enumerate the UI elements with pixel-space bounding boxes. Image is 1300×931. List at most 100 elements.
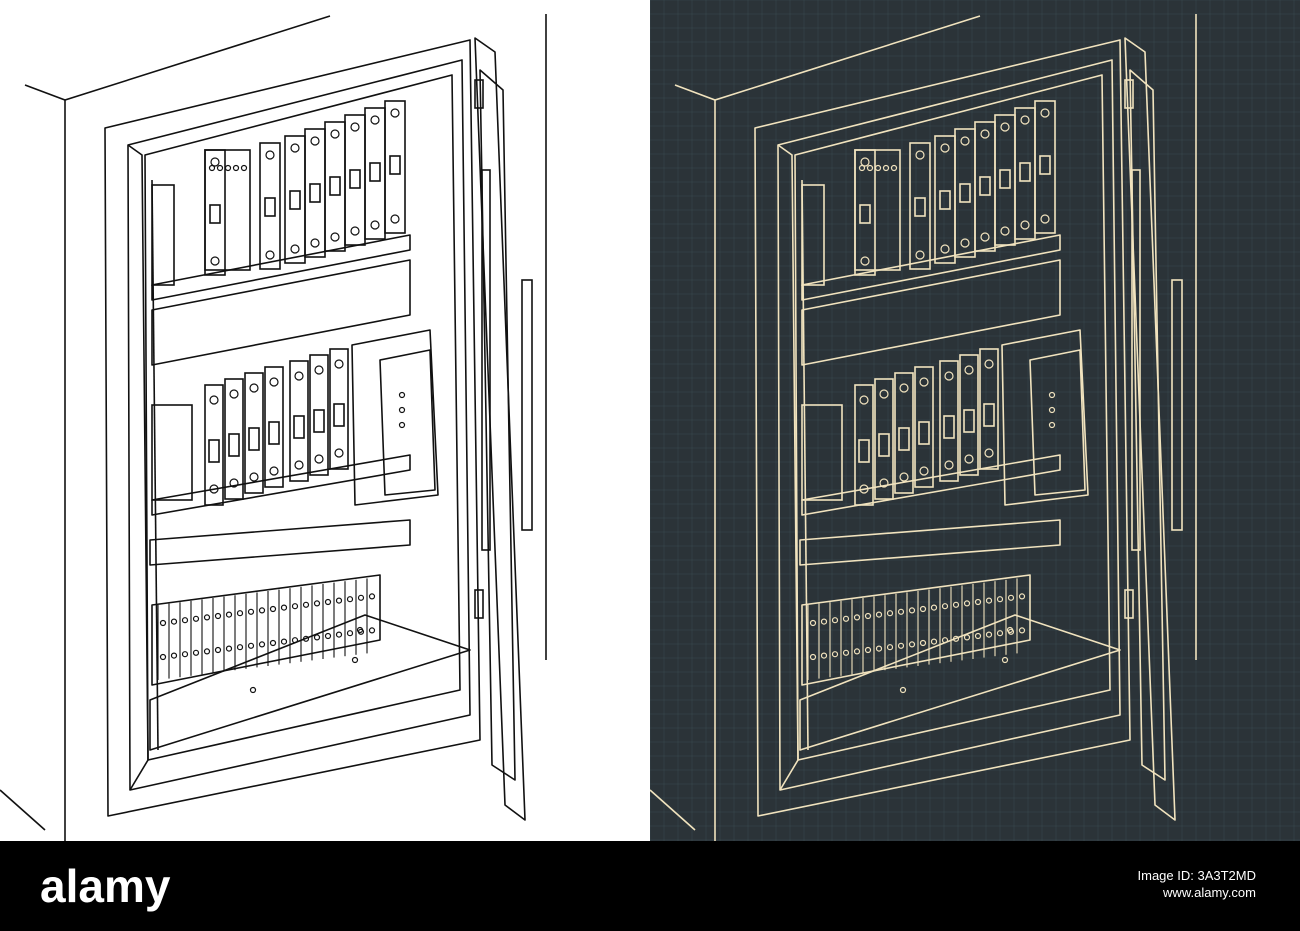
terminal-screw — [330, 232, 340, 242]
door-inner-panel — [479, 69, 516, 781]
terminal-screw — [240, 164, 248, 172]
cabinet-frame-inner — [777, 59, 1121, 791]
terminal-screw — [864, 646, 872, 654]
din-rail-top — [801, 234, 1061, 301]
terminal-screw — [203, 614, 211, 621]
terminal-screw — [335, 631, 343, 638]
terminal-screw — [899, 472, 909, 482]
line-drawing-panel-light — [0, 0, 650, 841]
contactor — [939, 360, 959, 482]
footer-image-id: Image ID: 3A3T2MD — [1137, 868, 1257, 883]
terminal-screw — [302, 601, 310, 608]
side-module — [151, 184, 175, 286]
contactor-block — [204, 149, 251, 271]
terminal-screw — [940, 244, 950, 254]
contactor — [264, 366, 284, 488]
terminal-screw — [882, 164, 890, 172]
terminal-screw — [944, 371, 954, 381]
relay-module — [801, 404, 843, 501]
terminal-screw — [952, 601, 960, 608]
contactor-switch — [963, 409, 975, 433]
indicator-led — [398, 406, 406, 414]
mount-hole — [1006, 626, 1014, 634]
terminal-screw — [181, 651, 189, 658]
cabinet-drawing-light — [0, 0, 650, 841]
terminal-screw — [265, 150, 275, 160]
terminal-screw — [886, 644, 894, 651]
breaker-toggle — [959, 183, 971, 203]
terminal-screw — [269, 639, 277, 647]
wiring-duct-bottom — [799, 519, 1061, 566]
terminal-screw — [390, 108, 400, 118]
terminal-screw — [209, 484, 219, 494]
breaker-toggle — [209, 204, 221, 224]
terminal-screw — [809, 653, 817, 661]
cabinet-frame — [104, 39, 481, 817]
terminal-screw — [291, 603, 299, 610]
terminal-screw — [940, 143, 950, 153]
contactor — [329, 348, 349, 470]
terminal-screw — [1007, 594, 1015, 601]
terminal-screw — [875, 645, 883, 652]
terminal-screw — [858, 164, 866, 172]
power-supply — [351, 329, 439, 506]
contactor-switch — [248, 427, 260, 451]
contactor — [289, 360, 309, 482]
footer-image-info: Image ID: 3A3T2MD www.alamy.com — [1138, 867, 1257, 901]
terminal-screw — [236, 644, 244, 651]
power-supply-face — [379, 349, 436, 496]
terminal-screw — [915, 250, 925, 260]
terminal-screw — [334, 359, 344, 369]
terminal-screw — [280, 638, 288, 645]
indicator-led — [398, 391, 406, 399]
terminal-screw — [350, 122, 360, 132]
terminal-screw — [269, 377, 279, 387]
wiring-duct-top — [151, 259, 411, 366]
door-gasket — [1131, 169, 1141, 551]
terminal-screw — [208, 164, 216, 172]
terminal-screw — [346, 596, 354, 603]
contactor-switch — [983, 403, 995, 427]
terminal-screw — [860, 157, 870, 167]
terminal-screw — [908, 641, 916, 648]
contactor — [309, 354, 329, 476]
terminal-screw — [974, 598, 982, 606]
terminal-screw — [980, 232, 990, 242]
terminal-screw — [159, 653, 167, 661]
contactor — [894, 372, 914, 494]
power-supply-face — [1029, 349, 1086, 496]
mount-hole — [351, 656, 359, 664]
terminal-screw — [209, 395, 219, 405]
terminal-screw — [820, 618, 828, 625]
contactor-switch — [858, 439, 870, 463]
cabinet-door — [1124, 37, 1176, 821]
breaker-toggle — [389, 155, 401, 175]
terminal-screw — [390, 214, 400, 224]
mount-hole — [249, 686, 257, 694]
breaker-toggle — [1039, 155, 1051, 175]
breaker-toggle — [349, 169, 361, 189]
terminal-screw — [879, 478, 889, 488]
terminal-screw — [258, 607, 266, 614]
terminal-screw — [1018, 627, 1026, 634]
terminal-screw — [181, 617, 189, 624]
terminal-screw — [875, 611, 883, 618]
terminal-screw — [330, 129, 340, 139]
cabinet-interior — [144, 74, 461, 761]
door-inner-panel — [1129, 69, 1166, 781]
terminal-screw — [229, 389, 239, 399]
terminal-screw — [842, 649, 850, 656]
cabinet-door — [474, 37, 526, 821]
terminal-screw — [269, 605, 277, 613]
terminal-screw — [890, 164, 898, 172]
cabinet-drawing-dark — [650, 0, 1300, 841]
terminal-screw — [225, 645, 233, 652]
terminal-screw — [960, 136, 970, 146]
contactor-switch — [878, 433, 890, 457]
side-module — [801, 184, 825, 286]
terminal-screw — [203, 648, 211, 655]
breaker-toggle — [309, 183, 321, 203]
cabinet-floor — [149, 614, 471, 751]
terminal-screw — [310, 238, 320, 248]
terminal-block-row — [801, 574, 1031, 686]
